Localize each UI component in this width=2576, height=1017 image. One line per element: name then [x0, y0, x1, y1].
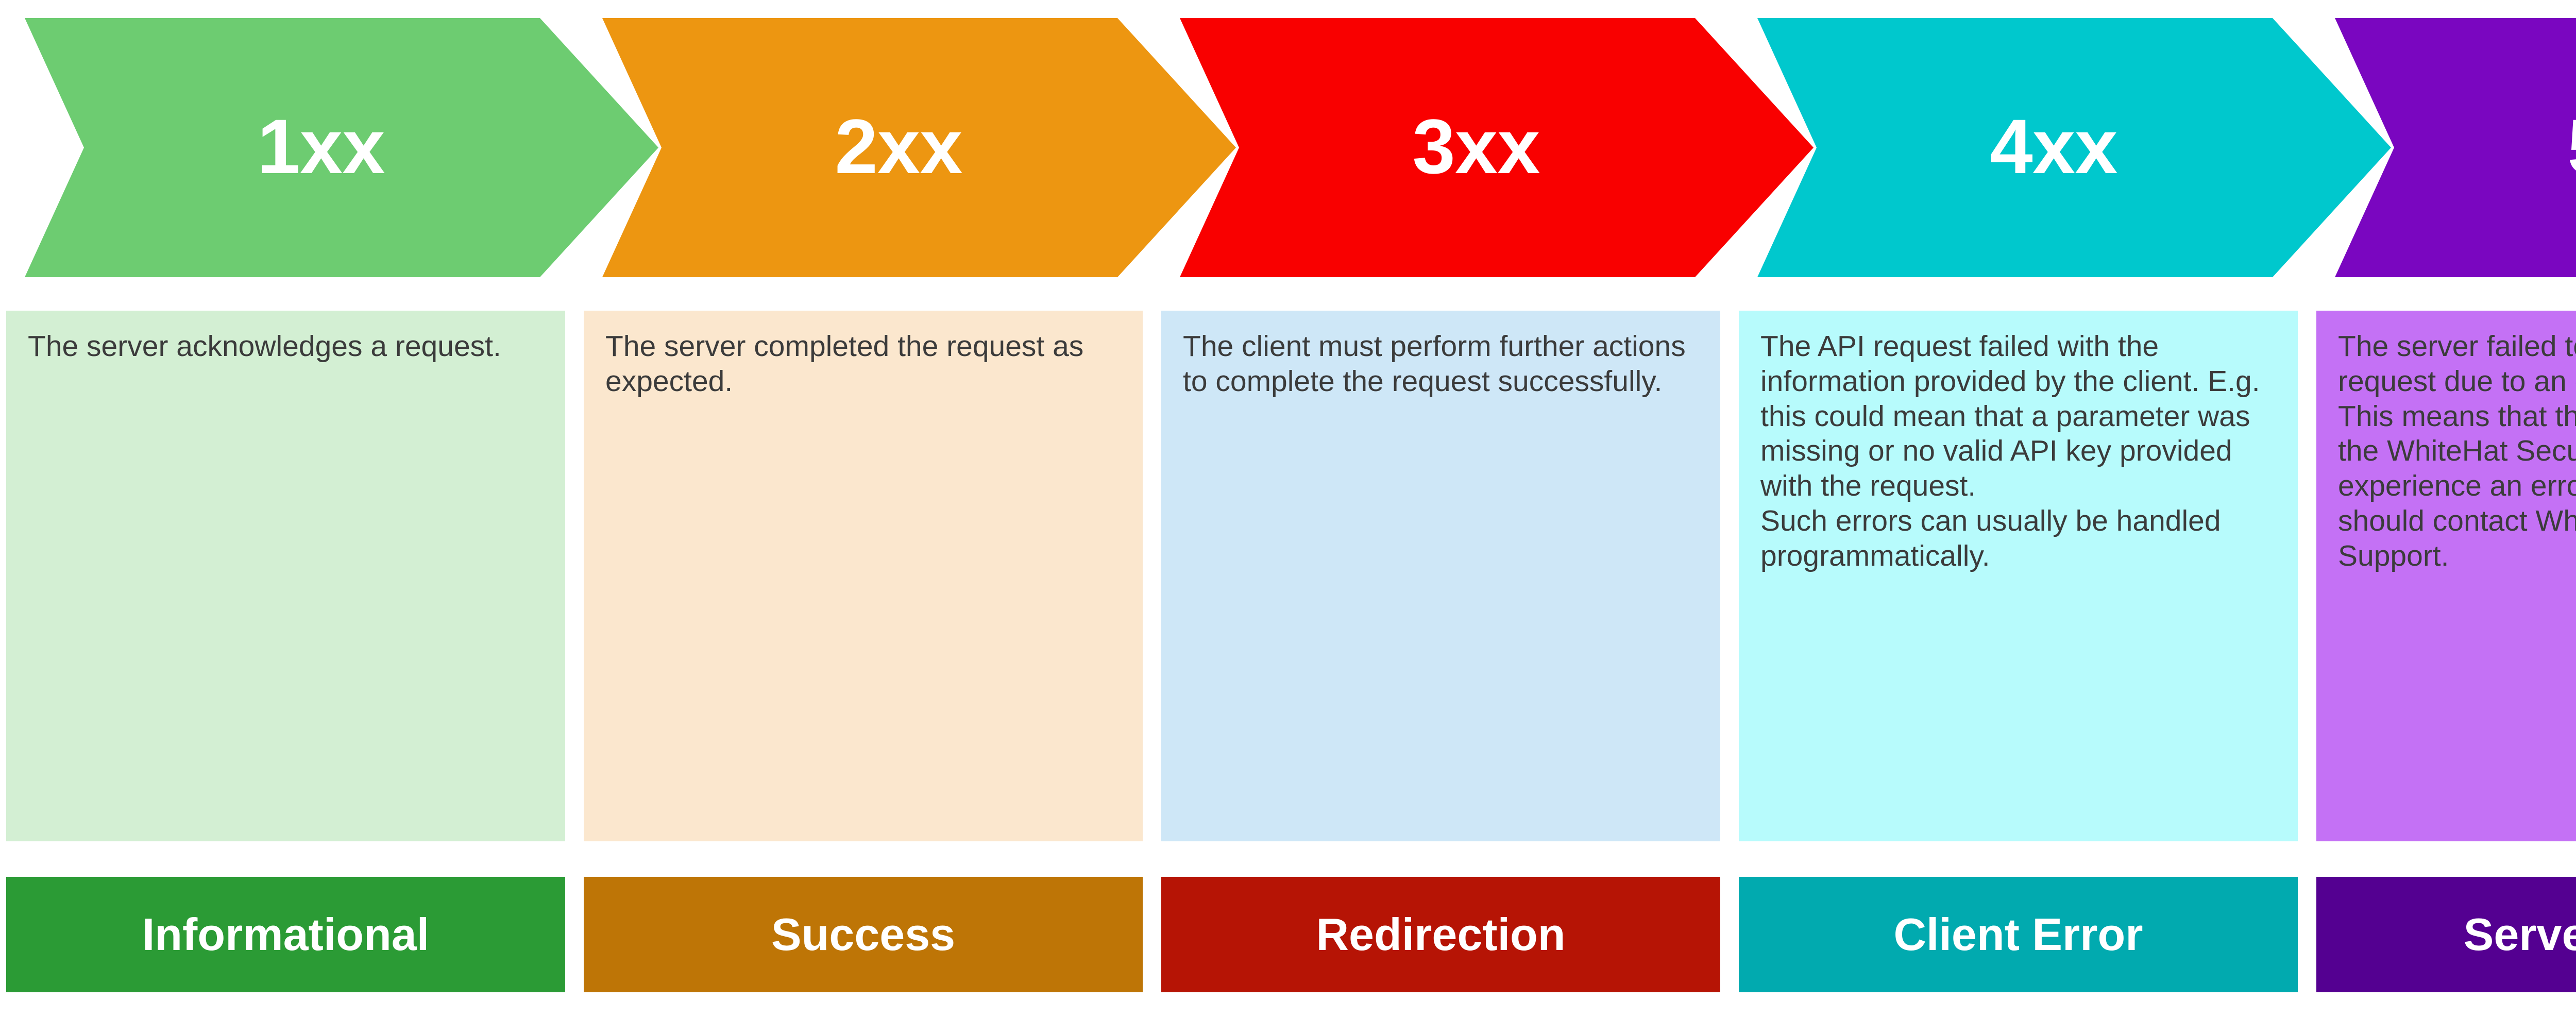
chevron-shape-3xx: 3xx: [1180, 18, 1814, 277]
description-text: The API request failed with the informat…: [1760, 330, 2260, 572]
description-text: The client must perform further actions …: [1183, 330, 1686, 398]
category-label: Client Error: [1893, 909, 2143, 960]
chevron-shape-4xx: 4xx: [1757, 18, 2391, 277]
status-code-label: 5xx: [2567, 108, 2576, 185]
description-panel-4xx: The API request failed with the informat…: [1739, 311, 2298, 841]
description-text: The server completed the request as expe…: [605, 330, 1084, 398]
chevron-shape-1xx: 1xx: [25, 18, 658, 277]
status-range-column-1xx: 1xx The server acknowledges a request. I…: [0, 0, 658, 1017]
category-bar-1xx[interactable]: Informational: [6, 877, 565, 992]
category-label: Server Error: [2463, 909, 2576, 960]
category-bar-5xx[interactable]: Server Error: [2316, 877, 2576, 992]
status-code-label: 2xx: [835, 103, 962, 190]
description-panel-5xx: The server failed to fulfill a valid req…: [2316, 311, 2576, 841]
status-range-column-5xx: 5xx The server failed to fulfill a valid…: [2310, 0, 2576, 1017]
chevron-shape-5xx: 5xx: [2335, 18, 2576, 277]
category-bar-2xx[interactable]: Success: [584, 877, 1143, 992]
category-bar-4xx[interactable]: Client Error: [1739, 877, 2298, 992]
chevron-header-1xx[interactable]: 1xx: [25, 18, 658, 277]
category-bar-3xx[interactable]: Redirection: [1161, 877, 1720, 992]
description-panel-2xx: The server completed the request as expe…: [584, 311, 1143, 841]
description-panel-3xx: The client must perform further actions …: [1161, 311, 1720, 841]
category-label: Informational: [142, 909, 430, 960]
status-range-column-3xx: 3xx The client must perform further acti…: [1155, 0, 1814, 1017]
status-range-column-4xx: 4xx The API request failed with the info…: [1733, 0, 2391, 1017]
status-code-label: 1xx: [257, 103, 385, 190]
status-range-column-2xx: 2xx The server completed the request as …: [578, 0, 1236, 1017]
description-text: The server acknowledges a request.: [28, 330, 501, 363]
chevron-header-3xx[interactable]: 3xx: [1180, 18, 1814, 277]
chevron-header-5xx[interactable]: 5xx: [2335, 18, 2576, 277]
description-text: The server failed to fulfill a valid req…: [2338, 330, 2576, 572]
category-label: Redirection: [1316, 909, 1566, 960]
description-panel-1xx: The server acknowledges a request.: [6, 311, 565, 841]
chevron-shape-2xx: 2xx: [602, 18, 1236, 277]
status-code-label: 3xx: [1412, 103, 1540, 190]
chevron-header-2xx[interactable]: 2xx: [602, 18, 1236, 277]
chevron-header-4xx[interactable]: 4xx: [1757, 18, 2391, 277]
status-code-label: 4xx: [1990, 103, 2117, 190]
category-label: Success: [771, 909, 956, 960]
